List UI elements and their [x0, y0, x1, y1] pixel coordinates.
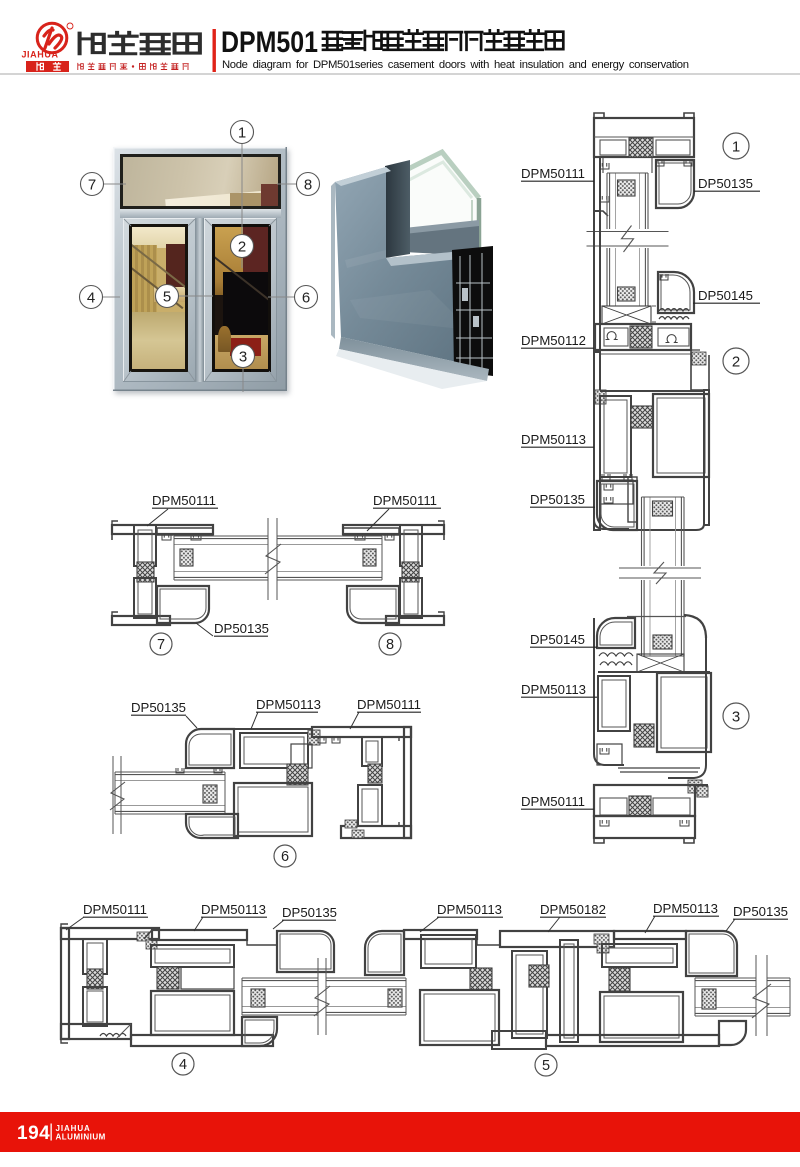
svg-text:DPM50111: DPM50111	[373, 493, 437, 508]
svg-text:DPM50111: DPM50111	[521, 166, 585, 181]
svg-text:6: 6	[281, 849, 289, 865]
svg-text:ALUMINIUM: ALUMINIUM	[56, 1133, 106, 1142]
svg-text:8: 8	[386, 637, 394, 653]
svg-text:DP50135: DP50135	[282, 905, 337, 920]
svg-text:1: 1	[238, 124, 246, 141]
svg-text:2: 2	[238, 238, 246, 255]
svg-text:6: 6	[302, 289, 310, 306]
svg-text:194: 194	[17, 1123, 50, 1144]
svg-text:DP50135: DP50135	[733, 904, 788, 919]
svg-text:DPM50112: DPM50112	[521, 333, 586, 348]
svg-text:DP50145: DP50145	[530, 632, 585, 647]
svg-text:8: 8	[304, 176, 312, 193]
svg-text:DP50135: DP50135	[131, 700, 186, 715]
svg-text:DPM50113: DPM50113	[437, 902, 502, 917]
svg-text:3: 3	[239, 348, 247, 365]
svg-text:Node diagram for DPM501series: Node diagram for DPM501series casement d…	[222, 59, 689, 71]
svg-text:DPM501: DPM501	[221, 26, 318, 59]
svg-text:7: 7	[88, 176, 96, 193]
svg-text:DPM50113: DPM50113	[201, 902, 266, 917]
svg-text:DPM50113: DPM50113	[521, 432, 586, 447]
svg-text:DP50145: DP50145	[698, 288, 753, 303]
svg-text:DP50135: DP50135	[214, 621, 269, 636]
svg-text:7: 7	[157, 637, 165, 653]
svg-text:JIAHUA: JIAHUA	[56, 1124, 91, 1133]
svg-text:2: 2	[732, 353, 740, 370]
svg-text:DPM50113: DPM50113	[256, 697, 321, 712]
svg-text:1: 1	[732, 138, 740, 155]
svg-text:4: 4	[179, 1057, 187, 1073]
svg-text:DPM50111: DPM50111	[83, 902, 147, 917]
svg-text:DPM50111: DPM50111	[521, 794, 585, 809]
svg-text:DPM50182: DPM50182	[540, 902, 606, 917]
svg-text:3: 3	[732, 708, 740, 725]
svg-text:DP50135: DP50135	[530, 492, 585, 507]
svg-text:DPM50113: DPM50113	[521, 682, 586, 697]
svg-text:DPM50111: DPM50111	[357, 697, 421, 712]
svg-text:DPM50113: DPM50113	[653, 901, 718, 916]
svg-text:DP50135: DP50135	[698, 176, 753, 191]
svg-text:JIAHUA: JIAHUA	[21, 50, 58, 60]
svg-text:5: 5	[542, 1058, 550, 1074]
svg-text:4: 4	[87, 289, 95, 306]
svg-text:DPM50111: DPM50111	[152, 493, 216, 508]
svg-text:5: 5	[163, 288, 171, 305]
